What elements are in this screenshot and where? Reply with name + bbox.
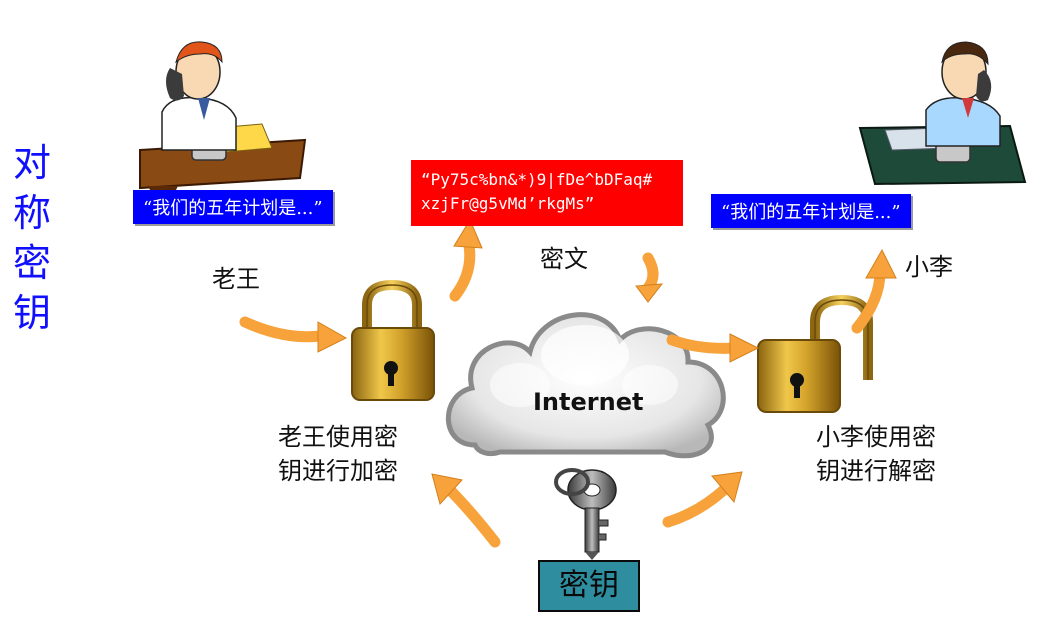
arrow-head	[635, 283, 664, 303]
key-label-box: 密钥	[538, 560, 640, 612]
arrow-head	[865, 248, 897, 279]
caption-line: 老王使用密	[278, 423, 398, 451]
sender-person-illustration	[139, 41, 307, 190]
ciphertext-line: xzjFr@g5vMd’rkgMs”	[421, 194, 595, 213]
sender-name: 老王	[212, 265, 260, 293]
sender-plaintext-quote: “我们的五年计划是...”	[133, 190, 333, 224]
encrypt-caption: 老王使用密 钥进行加密	[278, 420, 398, 488]
arrow-head	[431, 473, 463, 506]
ciphertext-label: 密文	[540, 245, 588, 273]
receiver-plaintext-quote: “我们的五年计划是...”	[711, 194, 911, 228]
arrow-head	[317, 321, 348, 353]
arrow-head	[711, 471, 743, 504]
receiver-name: 小李	[905, 253, 953, 281]
ciphertext-box: “Py75c%bn&*)9|fDe^bDFaq# xzjFr@g5vMd’rkg…	[411, 160, 683, 226]
title-char: 称	[12, 191, 51, 235]
open-lock-icon	[757, 294, 873, 413]
caption-line: 钥进行解密	[816, 457, 936, 485]
closed-lock-icon	[351, 279, 435, 401]
caption-line: 小李使用密	[816, 423, 936, 451]
arrow-head	[729, 333, 760, 363]
decrypt-caption: 小李使用密 钥进行解密	[816, 420, 936, 488]
internet-cloud	[445, 312, 726, 459]
ciphertext-line: “Py75c%bn&*)9|fDe^bDFaq#	[421, 170, 653, 189]
vertical-title: 对 称 密 钥	[8, 138, 56, 338]
receiver-person-illustration	[858, 41, 1027, 186]
key-icon	[554, 468, 617, 560]
title-char: 密	[12, 241, 51, 285]
caption-line: 钥进行加密	[278, 457, 398, 485]
internet-label: Internet	[533, 388, 644, 416]
title-char: 对	[12, 141, 51, 185]
title-char: 钥	[12, 291, 51, 335]
arrow-head	[453, 218, 483, 249]
